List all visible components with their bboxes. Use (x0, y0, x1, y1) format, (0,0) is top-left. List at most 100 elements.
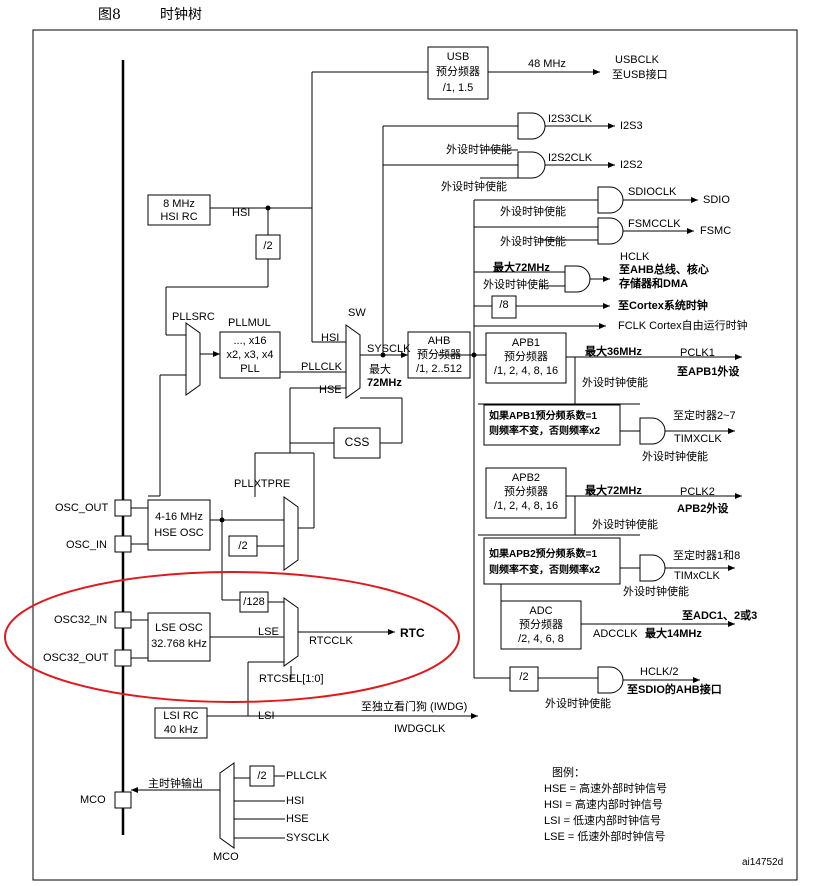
sw-label: SW (348, 307, 366, 319)
osc32-out-label: OSC32_OUT (43, 652, 109, 664)
fsmc-enable-label: 外设时钟使能 (500, 236, 566, 248)
sdio-ahb-destination: 至SDIO的AHB接口 (627, 684, 722, 696)
adc-name: ADC (529, 605, 553, 617)
lse-osc-line1: LSE OSC (155, 622, 203, 634)
legend-hsi: HSI = 高速内部时钟信号 (544, 799, 663, 811)
mco-output-label: 主时钟输出 (148, 778, 203, 790)
apb1-max-label: 最大36MHz (585, 346, 642, 358)
mco-pin (114, 791, 132, 809)
hclk-and-gate (564, 265, 591, 293)
timx-enable-label: 外设时钟使能 (642, 451, 708, 463)
mco-pin-label: MCO (80, 794, 106, 806)
apb2-max-label: 最大72MHz (585, 485, 642, 497)
sdio-and-gate (597, 186, 624, 214)
figure-code: ai14752d (742, 857, 784, 868)
pllxtpre-label: PLLXTPRE (234, 478, 291, 490)
hsi-div2-label: /2 (263, 240, 273, 252)
lsi-rc-line1: LSI RC (163, 710, 199, 722)
apb2-condition-2: 则频率不变，否则频率x2 (489, 565, 601, 576)
hse-osc-line2: HSE OSC (154, 527, 204, 539)
sysclk-max-label-2: 72MHz (367, 377, 402, 389)
hclk-destination-1: 至AHB总线、核心 (619, 264, 709, 276)
hclk-enable-label: 外设时钟使能 (483, 279, 549, 291)
adc-destination: 至ADC1、2或3 (682, 610, 758, 622)
apb1-destination: 至APB1外设 (677, 366, 740, 378)
pllmul-label: PLLMUL (228, 317, 271, 329)
apb2-line3: /1, 2, 4, 8, 16 (493, 500, 559, 512)
rtcsel-label: RTCSEL[1:0] (259, 673, 324, 685)
fsmcclk-label: FSMCCLK (628, 218, 681, 230)
pllsrc-mux (185, 322, 201, 396)
lse-div128-label: /128 (243, 596, 265, 608)
fsmc-and-gate (597, 217, 624, 245)
rtcsel-mux (283, 597, 299, 667)
lse-signal-label: LSE (258, 626, 279, 638)
usb-prescaler-name: USB (446, 51, 470, 63)
usb-prescaler-box (427, 46, 489, 100)
lse-osc-line2: 32.768 kHz (151, 638, 207, 650)
hclk-destination-2: 存储器和DMA (619, 278, 689, 290)
tim18-enable-label: 外设时钟使能 (623, 586, 689, 598)
lsi-signal-label: LSI (258, 710, 275, 722)
ahb-prescaler-line3: /1, 2..512 (416, 363, 462, 375)
sdio-label: SDIO (703, 194, 730, 206)
rtcclk-label: RTCCLK (309, 635, 353, 647)
legend-lse: LSE = 低速外部时钟信号 (544, 831, 666, 843)
hse-div2-label: /2 (238, 540, 248, 552)
fsmc-label: FSMC (700, 225, 732, 237)
osc-in-label: OSC_IN (66, 539, 107, 551)
hsi-rc-line1: 8 MHz (163, 198, 195, 210)
apb1-line2: 预分频器 (504, 351, 548, 363)
hsi-rc-box (147, 194, 211, 226)
usbclk-label: USBCLK (615, 54, 660, 66)
adc-max-label: 最大14MHz (645, 628, 702, 640)
hclk-label: HCLK (620, 251, 650, 263)
hsi-rc-line2: HSI RC (160, 211, 198, 223)
apb2-condition-1: 如果APB2预分频系数=1 (489, 549, 598, 560)
pll-line3: PLL (240, 363, 260, 375)
mco-hsi-label: HSI (286, 795, 305, 807)
timxclk2-label: TIMxCLK (674, 570, 720, 582)
lsi-rc-box (154, 707, 208, 739)
sdio-ahb-div2-box (509, 666, 539, 692)
iwdgclk-label: IWDGCLK (394, 723, 446, 735)
sw-mux (345, 324, 361, 399)
sdio-ahb-and-gate (597, 666, 624, 694)
timxclk-label: TIMXCLK (674, 433, 722, 445)
apb2-enable-label: 外设时钟使能 (592, 519, 658, 531)
mco-mux (219, 762, 235, 849)
cortex-div8-label: /8 (499, 299, 509, 311)
cortex-systick-label: 至Cortex系统时钟 (618, 300, 708, 312)
hclk-max-label: 最大72MHz (493, 262, 550, 274)
i2s2clk-label: I2S2CLK (548, 152, 593, 164)
osc-in-pin (114, 535, 132, 553)
osc32-in-label: OSC32_IN (54, 614, 108, 626)
ahb-prescaler-name: AHB (427, 335, 451, 347)
tim18-and-gate (639, 554, 666, 582)
apb2-line2: 预分频器 (504, 486, 548, 498)
apb1-condition-2: 则频率不变，否则频率x2 (489, 426, 601, 437)
iwdg-destination: 至独立看门狗 (IWDG) (361, 701, 468, 713)
hclk2-label: HCLK/2 (640, 666, 679, 678)
usb-destination: 至USB接口 (612, 69, 668, 81)
sdio-ahb-div2-label: /2 (519, 671, 529, 683)
css-label: CSS (344, 435, 370, 449)
osc32-out-pin (114, 649, 132, 667)
hse-osc-line1: 4-16 MHz (155, 511, 203, 523)
sdio-enable-label: 外设时钟使能 (500, 206, 566, 218)
cortex-div8-box (491, 295, 517, 319)
timx-and-gate (639, 417, 666, 445)
adcclk-label: ADCCLK (593, 628, 638, 640)
ahb-prescaler-line2: 预分频器 (417, 349, 461, 361)
timer18-destination: 至定时器1和8 (673, 550, 741, 562)
adc-line3: /2, 4, 6, 8 (518, 633, 564, 645)
lse-osc-box (147, 612, 211, 662)
apb1-timer-cond-box (483, 404, 621, 446)
sw-hsi-label: HSI (321, 332, 340, 344)
pll-box (219, 331, 281, 379)
osc-out-pin (114, 499, 132, 517)
i2s3-enable-label: 外设时钟使能 (446, 144, 512, 156)
diagram-frame (32, 29, 798, 881)
timer27-destination: 至定时器2~7 (673, 410, 736, 422)
